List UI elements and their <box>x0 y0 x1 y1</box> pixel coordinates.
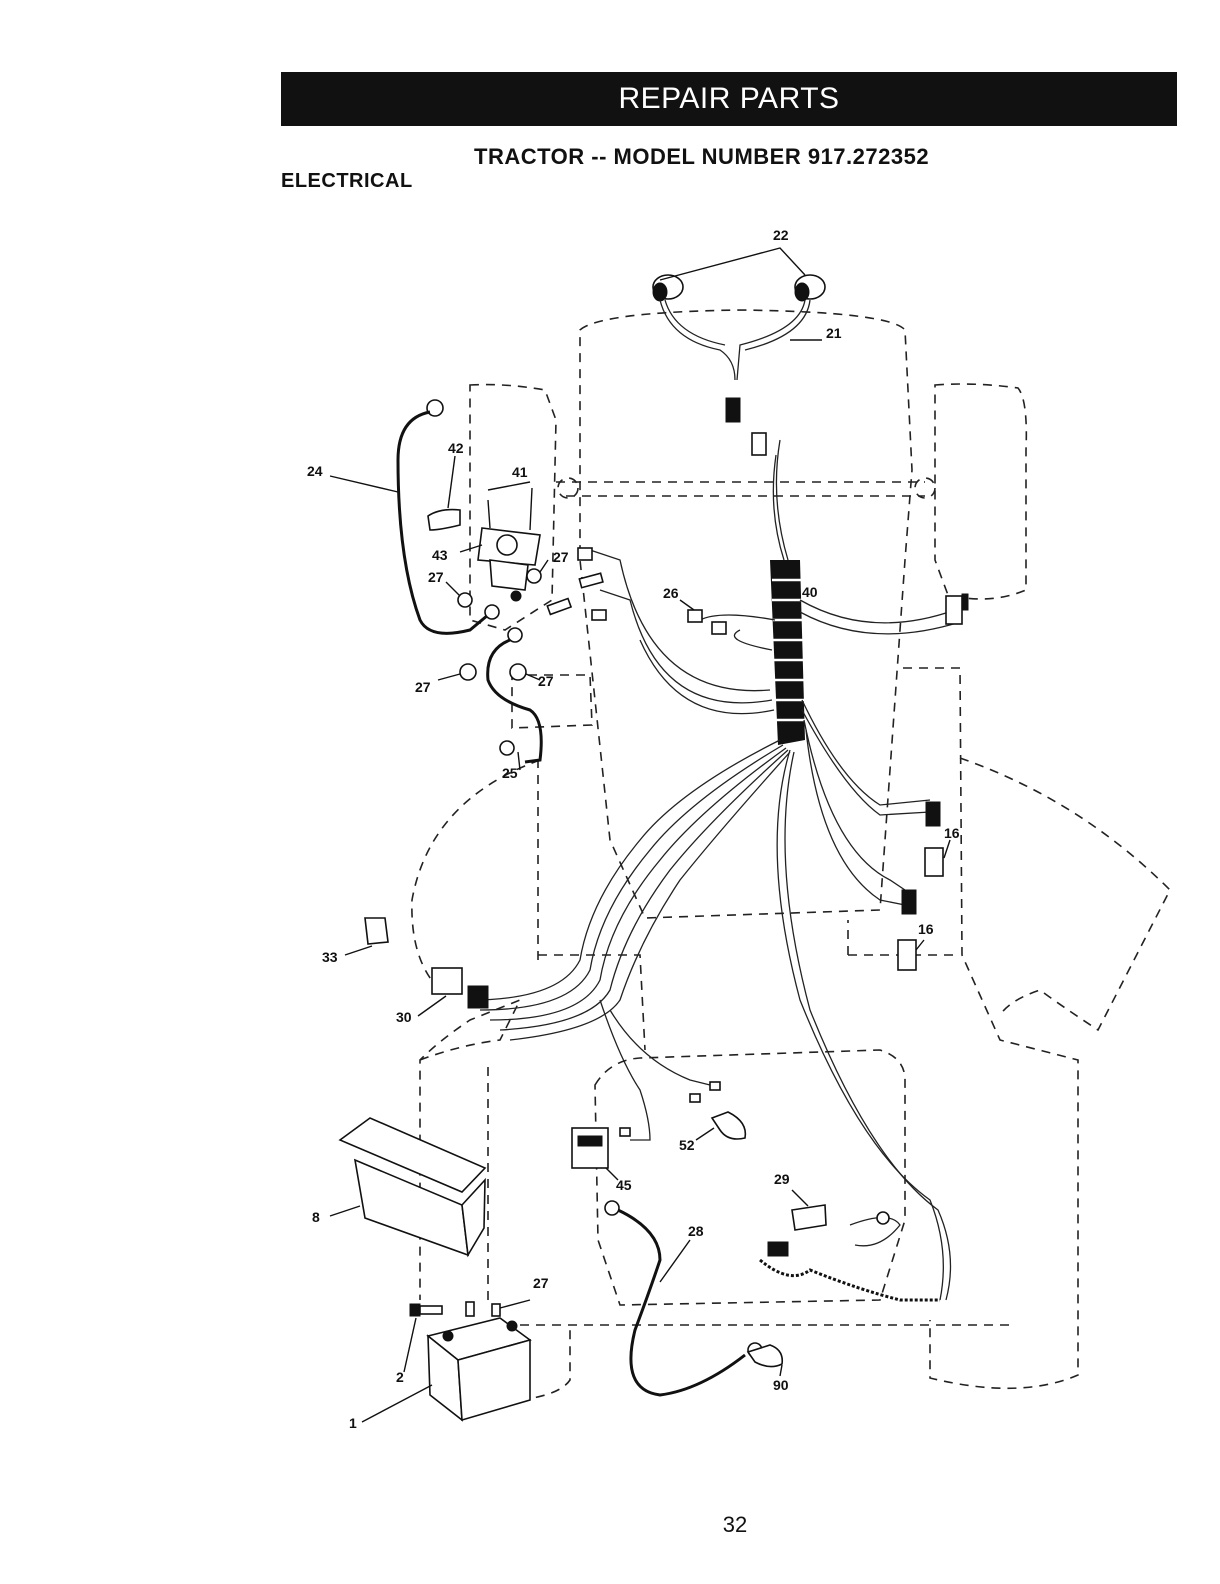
callout-42: 42 <box>448 440 464 456</box>
ground-cable-25 <box>486 627 543 771</box>
callout-27-e: 27 <box>533 1275 549 1291</box>
battery-1 <box>361 1317 532 1423</box>
callout-40: 40 <box>802 584 818 600</box>
hour-meter-45 <box>571 1127 631 1181</box>
callout-16-a: 16 <box>944 825 960 841</box>
headlight-harness-21 <box>659 299 822 456</box>
fuse-52 <box>689 1081 747 1141</box>
callout-24: 24 <box>307 463 323 479</box>
callout-90: 90 <box>773 1377 789 1393</box>
callout-30: 30 <box>396 1009 412 1025</box>
wiring-harness-40 <box>469 439 961 1301</box>
repair-parts-banner: REPAIR PARTS <box>281 72 1177 126</box>
callout-1: 1 <box>349 1415 357 1431</box>
chassis-outline <box>411 309 1171 1401</box>
callout-22: 22 <box>773 227 789 243</box>
callout-45: 45 <box>616 1177 632 1193</box>
bolt-2 <box>403 1301 501 1373</box>
callout-27-a: 27 <box>553 549 569 565</box>
battery-cable-24 <box>329 399 500 635</box>
callout-27-c: 27 <box>415 679 431 695</box>
harness-connectors <box>546 547 607 621</box>
callout-21: 21 <box>826 325 842 341</box>
callout-27-d: 27 <box>538 673 554 689</box>
callout-26: 26 <box>663 585 679 601</box>
callout-8: 8 <box>312 1209 320 1225</box>
ignition-switch-30 <box>417 967 489 1017</box>
section-heading: ELECTRICAL <box>281 170 413 192</box>
nut-27-group <box>437 559 549 1309</box>
fuse-holder-26 <box>679 599 727 635</box>
battery-cable-28 <box>604 1200 763 1397</box>
headlight-assembly-22 <box>652 247 826 302</box>
rear-connector <box>945 593 969 625</box>
coiled-wire <box>759 1211 940 1302</box>
callout-25: 25 <box>502 765 518 781</box>
callout-41: 41 <box>512 464 528 480</box>
terminal-boot-42 <box>427 455 461 531</box>
terminal-boot-90 <box>746 1344 784 1377</box>
harness-sleeve <box>770 560 805 745</box>
callout-29: 29 <box>774 1171 790 1187</box>
callout-2: 2 <box>396 1369 404 1385</box>
switch-29 <box>791 1189 827 1231</box>
callout-33: 33 <box>322 949 338 965</box>
battery-tray-8 <box>329 1117 487 1258</box>
page-number: 32 <box>722 1512 748 1537</box>
model-number-title: TRACTOR -- MODEL NUMBER 917.272352 <box>474 144 930 169</box>
callout-27-b: 27 <box>428 569 444 585</box>
callout-16-b: 16 <box>918 921 934 937</box>
callout-28: 28 <box>688 1223 704 1239</box>
rectifier-33 <box>344 917 389 956</box>
callout-43: 43 <box>432 547 448 563</box>
callout-labels: 22 21 24 42 41 43 27 27 27 27 27 26 40 2… <box>307 227 960 1431</box>
starter-solenoid-43 <box>457 481 542 608</box>
interlock-switch-16 <box>897 801 951 971</box>
callout-52: 52 <box>679 1137 695 1153</box>
